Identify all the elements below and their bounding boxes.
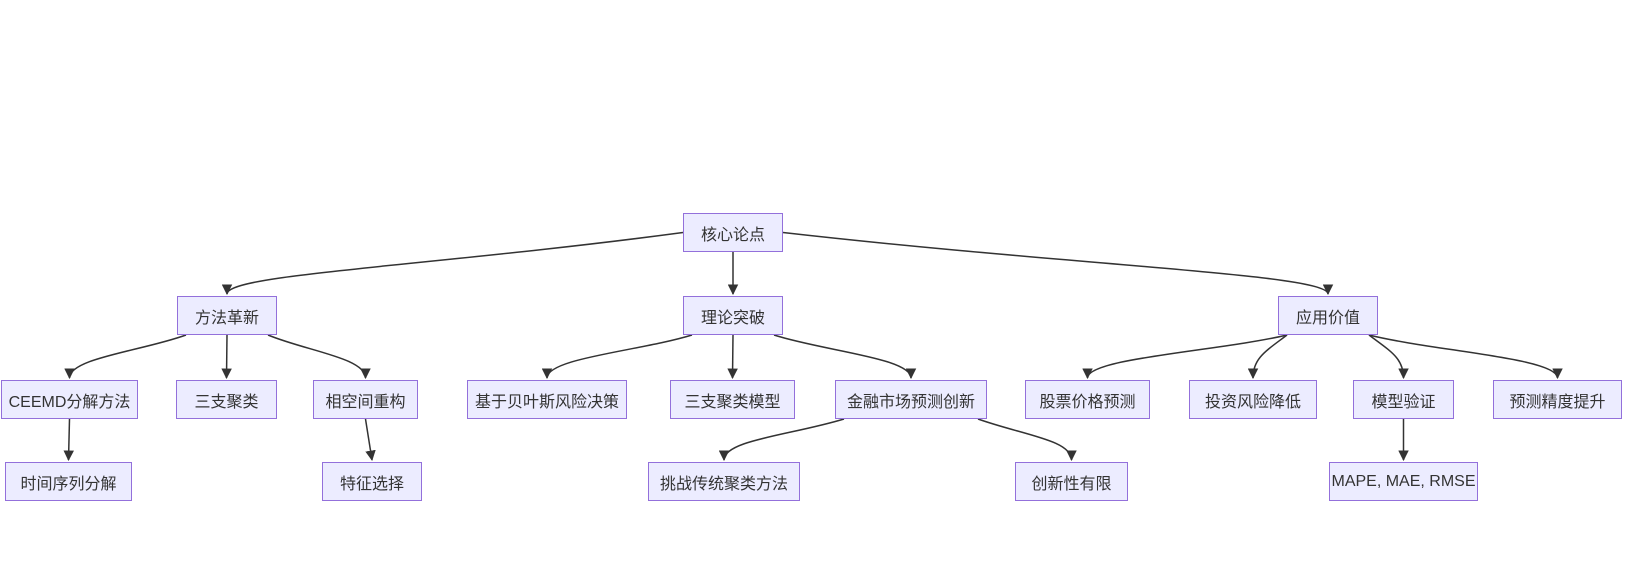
node-touzi: 投资风险降低: [1189, 380, 1317, 419]
node-sanzhi: 三支聚类: [176, 380, 277, 419]
edge-fangfa-to-xiangkongjian: [267, 334, 371, 380]
node-yucejingdu: 预测精度提升: [1493, 380, 1622, 419]
edge-ceemd-to-shijianxulie: [63, 418, 74, 462]
edge-fangfa-to-sanzhi: [221, 334, 232, 380]
node-gupiao: 股票价格预测: [1025, 380, 1150, 419]
edge-yingyong-to-moxingyanzheng: [1368, 334, 1409, 380]
node-chuangxin: 创新性有限: [1015, 462, 1128, 501]
node-hexin: 核心论点: [683, 213, 783, 252]
edge-lilun-to-sanzhimoxing: [727, 334, 738, 380]
edge-jinrong-to-chuangxin: [977, 418, 1077, 462]
node-sanzhimoxing: 三支聚类模型: [670, 380, 795, 419]
node-moxingyanzheng: 模型验证: [1353, 380, 1454, 419]
edge-lilun-to-bayes: [541, 334, 693, 380]
edge-fangfa-to-ceemd: [64, 334, 187, 380]
edge-yingyong-to-touzi: [1247, 334, 1288, 380]
edge-hexin-to-fangfa: [221, 231, 684, 296]
edge-yingyong-to-gupiao: [1082, 334, 1288, 380]
node-ceemd: CEEMD分解方法: [1, 380, 138, 419]
node-lilun: 理论突破: [683, 296, 783, 335]
edge-yingyong-to-yucejingdu: [1368, 334, 1563, 380]
edge-lilun-to-jinrong: [773, 334, 917, 380]
node-fangfa: 方法革新: [177, 296, 277, 335]
edge-xiangkongjian-to-tezheng: [364, 418, 376, 462]
node-shijianxulie: 时间序列分解: [5, 462, 132, 501]
node-yingyong: 应用价值: [1278, 296, 1378, 335]
node-bayes: 基于贝叶斯风险决策: [467, 380, 627, 419]
node-tezheng: 特征选择: [322, 462, 422, 501]
node-jinrong: 金融市场预测创新: [835, 380, 987, 419]
node-xiangkongjian: 相空间重构: [313, 380, 418, 419]
edges-group: [63, 231, 1563, 462]
edge-hexin-to-yingyong: [782, 231, 1334, 296]
node-tiaozhan: 挑战传统聚类方法: [648, 462, 800, 501]
edge-jinrong-to-tiaozhan: [718, 418, 845, 462]
node-mape: MAPE, MAE, RMSE: [1329, 462, 1478, 501]
